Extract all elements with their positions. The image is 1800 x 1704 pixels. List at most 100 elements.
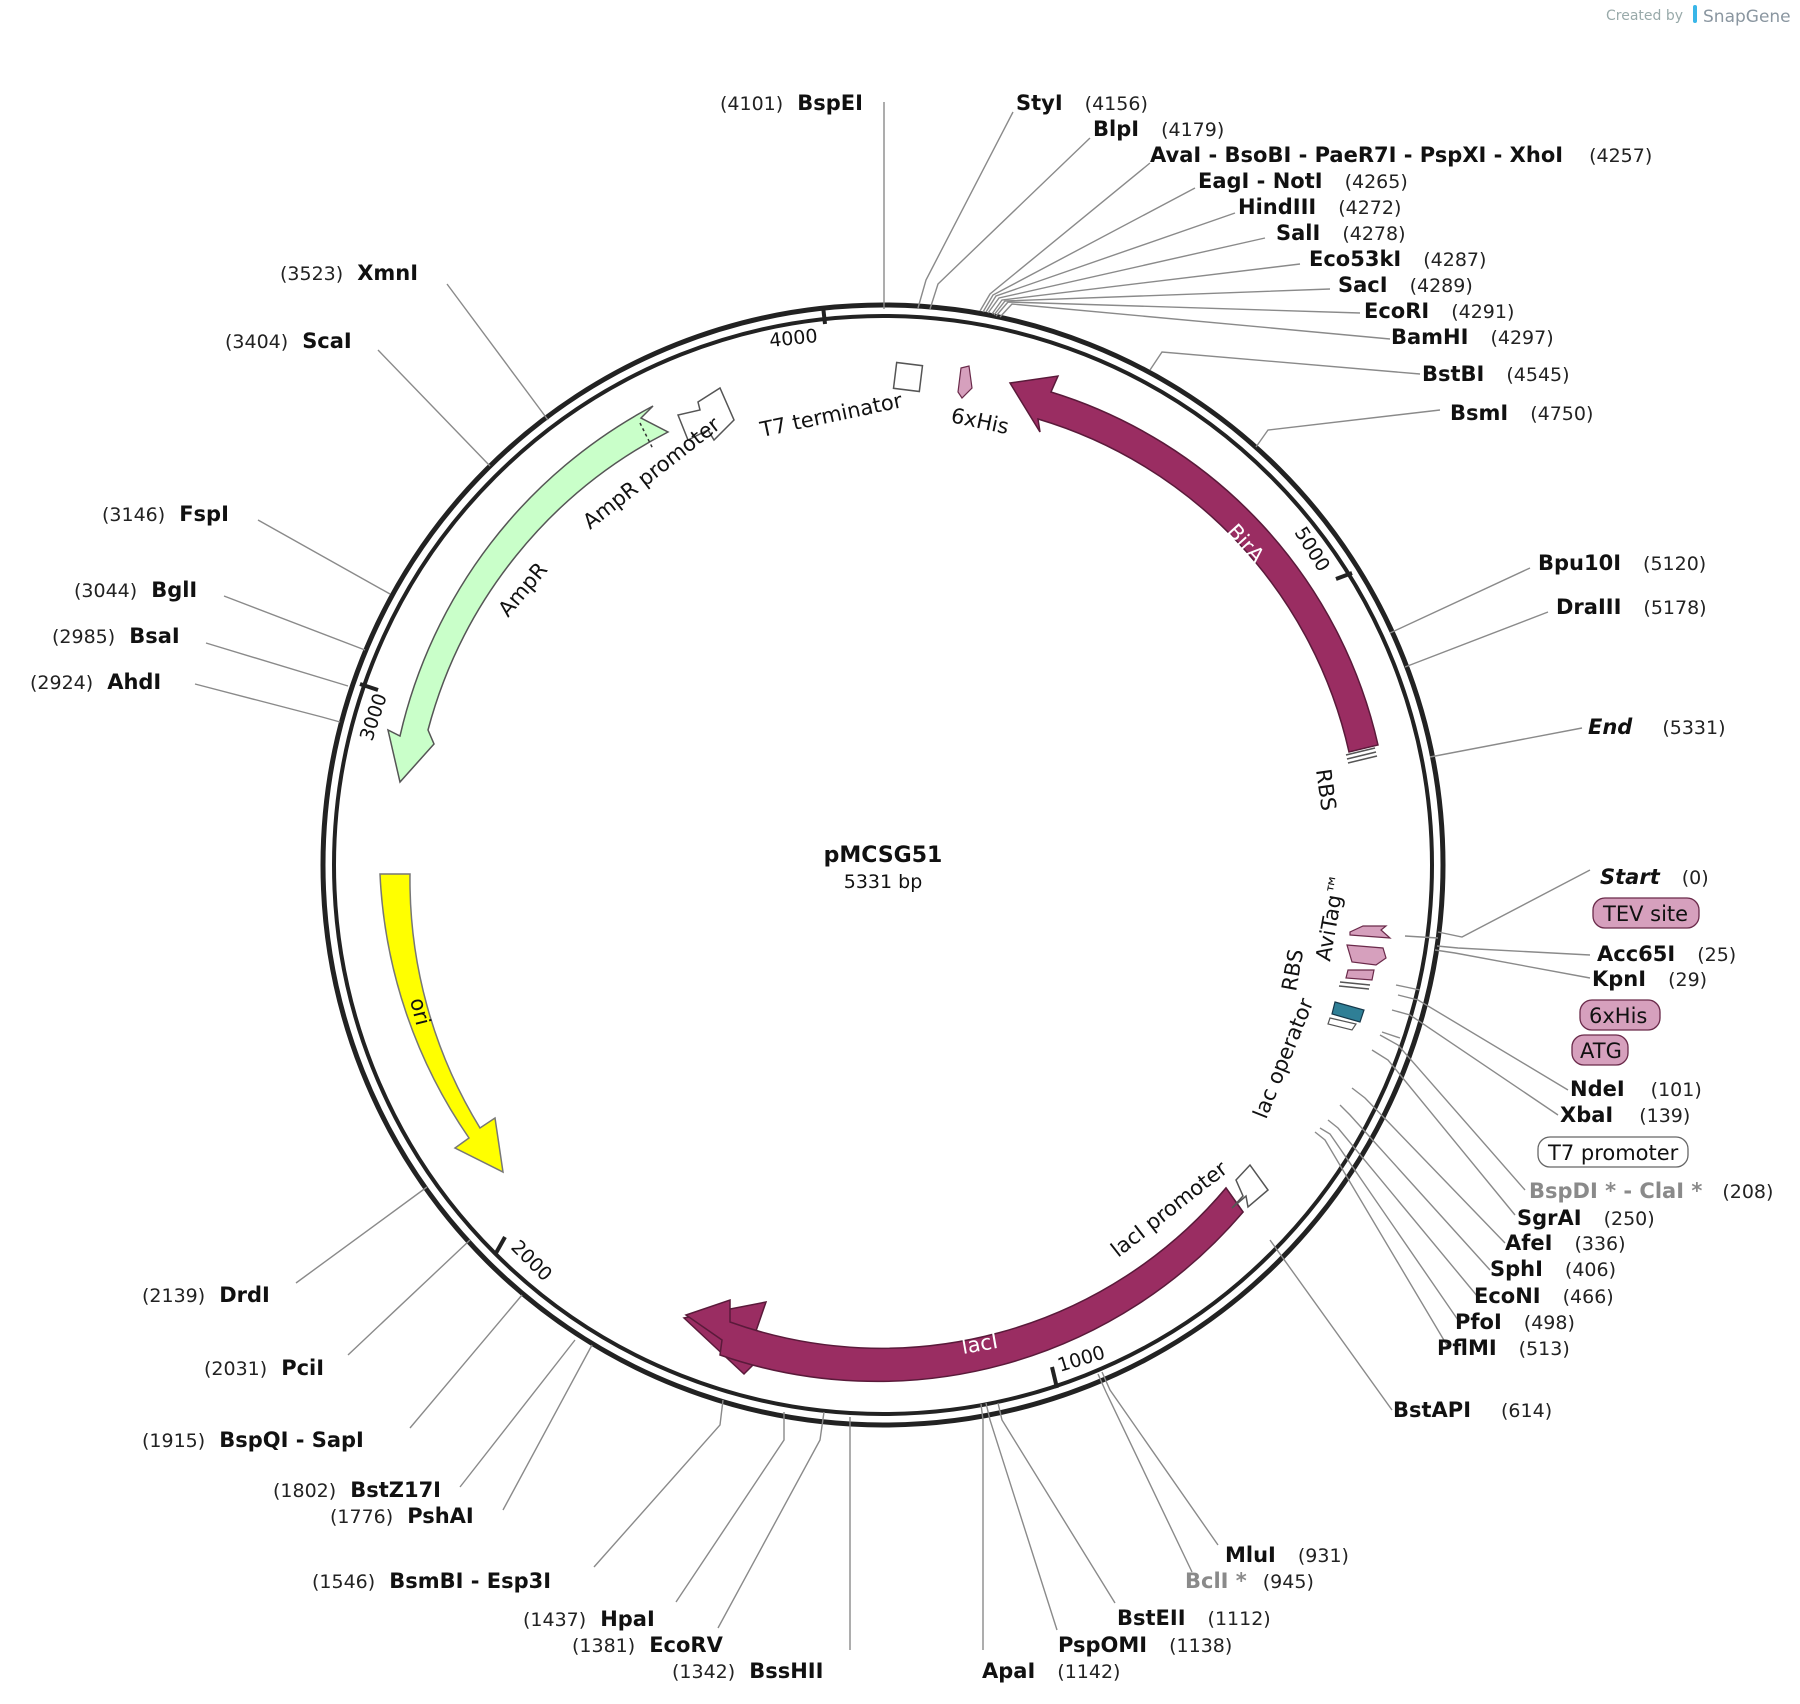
leader-draiii	[1404, 611, 1549, 668]
leader-sgrai	[1371, 1049, 1516, 1216]
plasmid-name: pMCSG51	[824, 843, 943, 868]
site-bpu10i[interactable]: Bpu10I(5120)	[1538, 551, 1706, 575]
site-scai[interactable]: (3404)ScaI	[225, 329, 352, 353]
site-sali[interactable]: SalI(4278)	[1276, 221, 1406, 245]
leader-drdi	[295, 1186, 428, 1284]
leader-saci	[993, 288, 1331, 316]
site-draiii[interactable]: DraIII(5178)	[1556, 595, 1707, 619]
site-xbai[interactable]: XbaI(139)	[1560, 1103, 1690, 1127]
site-sgrai[interactable]: SgrAI(250)	[1517, 1206, 1655, 1230]
site-bspei[interactable]: (4101)BspEI	[720, 91, 863, 115]
leader-bstapi	[1269, 1239, 1393, 1411]
rbs-top-mark-1	[1345, 747, 1376, 756]
rbs-mid-mark-2	[1338, 985, 1370, 990]
site-bamhi[interactable]: BamHI(4297)	[1391, 325, 1554, 349]
leader-bamhi	[999, 303, 1391, 340]
leader-pspomi	[985, 1402, 1058, 1631]
leader-end	[1429, 727, 1583, 758]
site-pcii[interactable]: (2031)PciI	[204, 1356, 324, 1380]
atg-box[interactable]	[1571, 1034, 1629, 1066]
site-hindiii[interactable]: HindIII(4272)	[1238, 195, 1401, 219]
site-avai-xhoi[interactable]: AvaI - BsoBI - PaeR7I - PspXI - XhoI(425…	[1150, 143, 1652, 167]
site-pshai[interactable]: (1776)PshAI	[330, 1504, 474, 1528]
feature-tev-tag	[1349, 925, 1392, 939]
site-econi[interactable]: EcoNI(466)	[1474, 1284, 1614, 1308]
leader-scai	[377, 349, 491, 467]
site-hpai[interactable]: (1437)HpaI	[523, 1607, 655, 1631]
rbs-mid-mark-1	[1339, 981, 1371, 986]
site-saci[interactable]: SacI(4289)	[1338, 273, 1473, 297]
leader-bspqi	[409, 1294, 523, 1429]
feature-6xhis-top[interactable]	[957, 365, 973, 399]
leader-pshai	[502, 1344, 593, 1511]
site-ecori[interactable]: EcoRI(4291)	[1364, 299, 1514, 323]
site-acc65i[interactable]: Acc65I(25)	[1597, 942, 1736, 966]
tick-4000-mark	[821, 305, 827, 325]
site-bsmbi-esp3i[interactable]: (1546)BsmBI - Esp3I	[312, 1569, 551, 1593]
site-sphi[interactable]: SphI(406)	[1490, 1257, 1616, 1281]
site-pfoi[interactable]: PfoI(498)	[1455, 1310, 1575, 1334]
site-eco53ki[interactable]: Eco53kI(4287)	[1309, 247, 1486, 271]
site-eagi-noti[interactable]: EagI - NotI(4265)	[1198, 169, 1408, 193]
leader-pcii	[347, 1239, 471, 1356]
site-blpi[interactable]: BlpI(4179)	[1093, 117, 1224, 141]
tev-site-box[interactable]	[1592, 897, 1700, 929]
backbone	[320, 302, 1446, 1428]
site-bgli[interactable]: (3044)BglI	[74, 578, 197, 602]
site-bsmi[interactable]: BsmI(4750)	[1450, 401, 1593, 425]
ampr-promoter-divider	[639, 422, 654, 450]
tick-3000-mark	[359, 682, 379, 692]
6xhis-box-label: 6xHis	[1589, 1004, 1647, 1028]
site-pspomi[interactable]: PspOMI(1138)	[1058, 1633, 1232, 1657]
feature-laci-promoter[interactable]	[1231, 1163, 1270, 1209]
site-bstapi[interactable]: BstAPI(614)	[1393, 1398, 1552, 1422]
site-ndei[interactable]: NdeI(101)	[1570, 1077, 1702, 1101]
right-site-labels: StyI(4156) BlpI(4179) AvaI - BsoBI - Pae…	[982, 91, 1773, 1683]
site-bsshii[interactable]: (1342)BssHII	[672, 1659, 823, 1683]
site-start[interactable]: Start(0)	[1600, 865, 1709, 889]
leader-econi	[1327, 1119, 1479, 1298]
leader-bsteii	[997, 1402, 1116, 1604]
site-styi[interactable]: StyI(4156)	[1016, 91, 1148, 115]
leader-apai	[980, 1403, 984, 1650]
site-fspi[interactable]: (3146)FspI	[102, 502, 229, 526]
feature-ampr[interactable]	[386, 405, 670, 784]
leader-sphi	[1339, 1104, 1491, 1271]
site-pflmi[interactable]: PflMI(513)	[1437, 1336, 1570, 1360]
site-drdi[interactable]: (2139)DrdI	[142, 1283, 270, 1307]
leader-start	[1437, 869, 1591, 938]
site-mlui[interactable]: MluI(931)	[1225, 1543, 1349, 1567]
site-apai[interactable]: ApaI(1142)	[982, 1659, 1120, 1683]
site-bsai[interactable]: (2985)BsaI	[52, 624, 180, 648]
6xhis-box[interactable]	[1579, 999, 1661, 1031]
leader-styi	[917, 111, 1014, 309]
site-bspqi-sapi[interactable]: (1915)BspQI - SapI	[142, 1428, 364, 1452]
tick-2000-label: 2000	[506, 1236, 556, 1286]
feature-ampr-promoter[interactable]	[676, 386, 735, 442]
site-xmni[interactable]: (3523)XmnI	[280, 261, 418, 285]
leader-kpni	[1434, 949, 1591, 979]
site-end[interactable]: End(5331)	[1588, 715, 1726, 739]
site-bstz17i[interactable]: (1802)BstZ17I	[273, 1478, 441, 1502]
site-bstbi[interactable]: BstBI(4545)	[1422, 362, 1570, 386]
leader-bstbi	[1149, 351, 1421, 375]
t7-promoter-box[interactable]	[1537, 1136, 1689, 1168]
leader-afei	[1351, 1087, 1506, 1244]
site-afei[interactable]: AfeI(336)	[1505, 1231, 1626, 1255]
site-ecorv[interactable]: (1381)EcoRV	[572, 1633, 724, 1657]
feature-avitag[interactable]	[1346, 944, 1387, 966]
site-kpni[interactable]: KpnI(29)	[1592, 967, 1707, 991]
feature-ori[interactable]	[379, 873, 504, 1174]
leader-ecorv	[717, 1411, 825, 1629]
site-ahdi[interactable]: (2924)AhdI	[30, 670, 161, 694]
feature-t7-terminator[interactable]	[892, 361, 924, 393]
site-bspdi-clai[interactable]: BspDI * - ClaI *(208)	[1529, 1179, 1773, 1203]
leader-pfoi	[1319, 1127, 1459, 1321]
t7-promoter-label: T7 promoter	[1547, 1141, 1679, 1165]
site-bcli[interactable]: BclI *(945)	[1185, 1569, 1314, 1593]
feature-lac-operator[interactable]	[1327, 1017, 1357, 1031]
site-bsteii[interactable]: BstEII(1112)	[1117, 1606, 1271, 1630]
feature-bira[interactable]	[1008, 375, 1379, 753]
leader-bsmi	[1255, 409, 1441, 448]
